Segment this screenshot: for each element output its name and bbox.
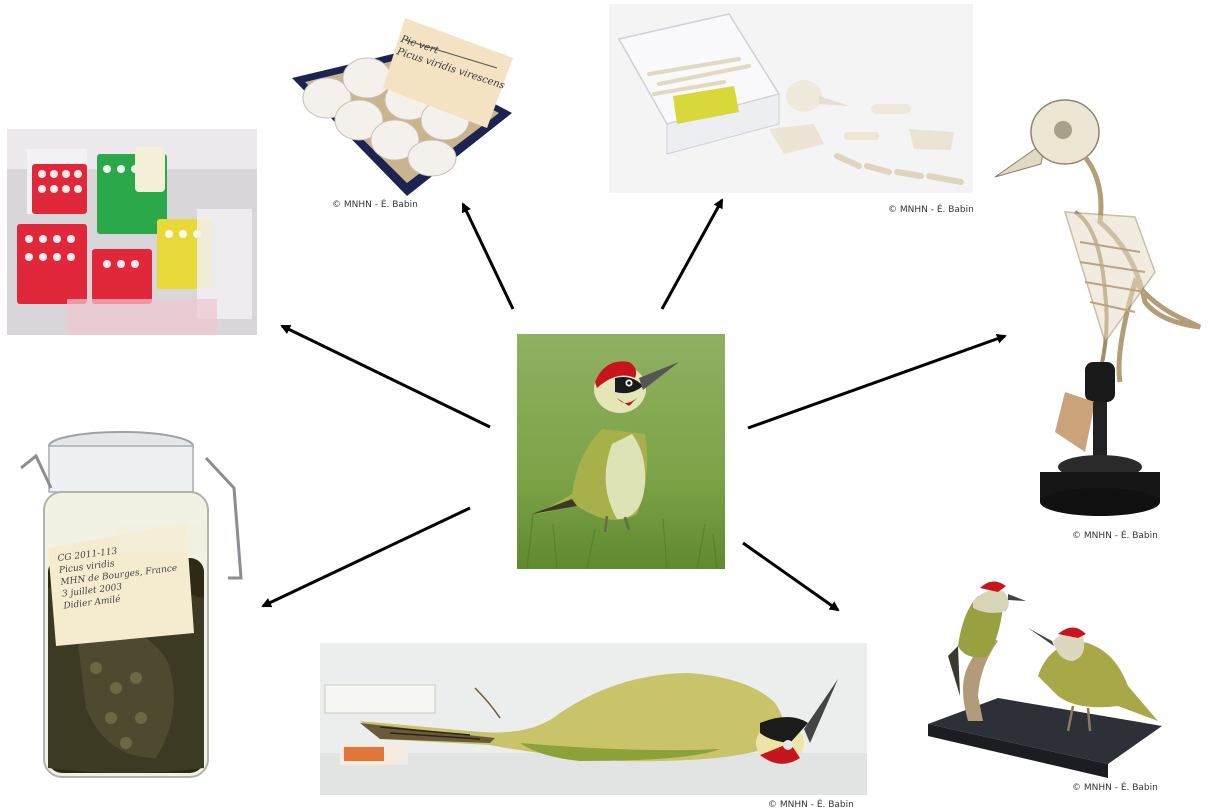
arrow-to-bones [662, 200, 722, 309]
arrow-to-jar [263, 508, 470, 606]
arrow-to-skeleton [748, 336, 1005, 428]
arrow-to-mounted-pair [743, 543, 838, 610]
arrow-to-tissue-samples [282, 326, 490, 427]
arrow-to-eggs [463, 204, 513, 309]
